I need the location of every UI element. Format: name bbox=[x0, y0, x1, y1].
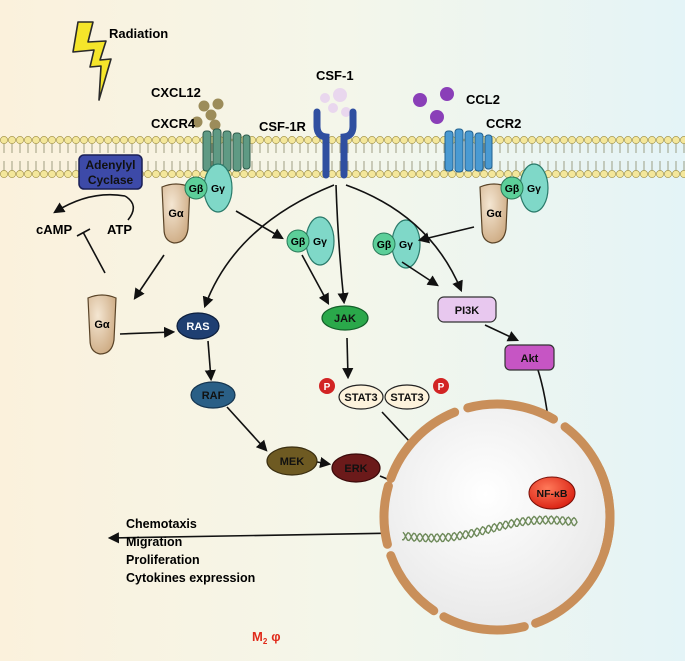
arrow-adenylyl-camp bbox=[53, 193, 126, 214]
mek-label: MEK bbox=[280, 456, 305, 468]
phospho-right bbox=[433, 378, 449, 394]
erk-node: ERK bbox=[331, 453, 381, 483]
adenylyl-label-line1: Adenylyl bbox=[85, 158, 135, 172]
outcome-item: Chemotaxis bbox=[126, 517, 197, 531]
nuclear-envelope-segment bbox=[594, 464, 615, 557]
outcome-item: Migration bbox=[126, 535, 182, 549]
stat3-label-left: STAT3 bbox=[344, 392, 377, 404]
cxcr4-label: CXCR4 bbox=[151, 116, 196, 131]
nuclear-envelope-segment bbox=[531, 558, 605, 628]
arrow-galpha-down bbox=[133, 254, 165, 300]
adenylyl-label-line2: Cyclase bbox=[88, 173, 134, 187]
ccr2-label: CCR2 bbox=[486, 116, 521, 131]
outcome-item: Proliferation bbox=[126, 553, 200, 567]
ras-label: RAS bbox=[186, 321, 209, 333]
g-alpha-ccr2-label: Gα bbox=[486, 208, 502, 220]
cxcl12-label: CXCL12 bbox=[151, 85, 201, 100]
cxcl12-ligands bbox=[191, 98, 224, 131]
ras-node: RAS bbox=[176, 312, 220, 340]
arrow-pi3k-akt bbox=[484, 324, 520, 342]
phospho-right-label: P bbox=[438, 382, 445, 393]
g-beta-gamma-free-left-gamma: Gγ bbox=[313, 236, 327, 248]
erk-label: ERK bbox=[344, 463, 367, 475]
atp-link bbox=[124, 195, 135, 221]
lightning-bolt-icon bbox=[72, 21, 112, 101]
ccr2-receptor bbox=[444, 128, 493, 173]
raf-label: RAF bbox=[202, 390, 225, 402]
arrow-csf1r-jak bbox=[335, 184, 349, 305]
inhibition-bar bbox=[76, 228, 91, 237]
g-alpha-free: Gα bbox=[87, 294, 117, 355]
atp-label: ATP bbox=[107, 222, 132, 237]
nfkb-node: NF-κB bbox=[528, 476, 576, 510]
g-beta-gamma-cxcr4: Gβ Gγ bbox=[184, 163, 233, 213]
g-beta-gamma-ccr2-gamma: Gγ bbox=[527, 183, 541, 195]
arrow-mek-erk bbox=[316, 457, 332, 469]
csf1-ligands bbox=[320, 88, 351, 117]
stat3-label-right: STAT3 bbox=[390, 392, 423, 404]
inhibition-line bbox=[82, 231, 106, 274]
ccl2-label: CCL2 bbox=[466, 92, 500, 107]
arrow-gbg-pi3k bbox=[401, 261, 439, 287]
g-beta-gamma-ccr2-beta: Gβ bbox=[505, 183, 520, 195]
stat3-dimer: STAT3 STAT3 P P bbox=[319, 378, 449, 410]
g-beta-gamma-cxcr4-gamma: Gγ bbox=[211, 183, 225, 195]
g-beta-gamma-free-left: Gβ Gγ bbox=[286, 216, 335, 266]
arrow-csf1r-ras bbox=[202, 184, 335, 309]
csf1r-receptor bbox=[313, 108, 357, 179]
nuclear-envelope-segment bbox=[386, 551, 439, 616]
adenylyl-cyclase bbox=[78, 154, 143, 190]
nuclear-envelope-segment bbox=[439, 612, 529, 635]
g-alpha-cxcr4-label: Gα bbox=[168, 208, 184, 220]
arrow-galpha-ras bbox=[119, 326, 176, 338]
arrow-csf1r-pi3k bbox=[345, 184, 463, 293]
nfkb-label: NF-κB bbox=[537, 488, 568, 500]
pi3k-node: PI3K bbox=[437, 296, 497, 323]
g-beta-gamma-free-right: Gβ Gγ bbox=[372, 219, 421, 269]
arrow-gbg-jak bbox=[301, 254, 330, 305]
outcomes-list: ChemotaxisMigrationProliferationCytokine… bbox=[126, 517, 255, 585]
phospho-left bbox=[319, 378, 335, 394]
nuclear-envelope-segment bbox=[379, 481, 393, 549]
g-alpha-ccr2: Gα bbox=[479, 183, 509, 244]
arrow-ccr2-gbg bbox=[417, 226, 475, 244]
jak-node: JAK bbox=[321, 305, 369, 331]
cxcr4-receptor bbox=[202, 128, 251, 173]
akt-label: Akt bbox=[521, 353, 539, 365]
arrow-dna-outcomes bbox=[107, 532, 401, 544]
g-beta-gamma-free-left-beta: Gβ bbox=[291, 236, 306, 248]
nuclear-envelope-segment bbox=[386, 407, 460, 483]
pathway-arrows bbox=[53, 184, 556, 544]
arrow-raf-mek bbox=[226, 406, 268, 452]
pi3k-label: PI3K bbox=[455, 305, 480, 317]
jak-label: JAK bbox=[334, 313, 356, 325]
g-beta-gamma-cxcr4-beta: Gβ bbox=[189, 183, 204, 195]
outcome-item: Cytokines expression bbox=[126, 571, 255, 585]
g-beta-gamma-ccr2: Gβ Gγ bbox=[500, 163, 549, 213]
nuclear-envelope-segment bbox=[463, 399, 558, 424]
g-alpha-free-label: Gα bbox=[94, 319, 110, 331]
raf-node: RAF bbox=[190, 381, 236, 409]
g-beta-gamma-free-right-gamma: Gγ bbox=[399, 239, 413, 251]
nucleus bbox=[379, 399, 615, 635]
csf1r-label: CSF-1R bbox=[259, 119, 307, 134]
ccl2-ligands bbox=[413, 87, 454, 124]
g-alpha-cxcr4: Gα bbox=[161, 183, 191, 244]
g-beta-gamma-free-right-beta: Gβ bbox=[377, 239, 392, 251]
phospho-left-label: P bbox=[324, 382, 331, 393]
arrow-gbg-to-gbg bbox=[235, 210, 284, 240]
radiation-label: Radiation bbox=[109, 26, 168, 41]
mek-node: MEK bbox=[266, 446, 318, 476]
dna-strand bbox=[401, 515, 578, 543]
arrow-jak-stat3 bbox=[342, 337, 354, 380]
akt-node: Akt bbox=[504, 344, 555, 371]
csf1-label: CSF-1 bbox=[316, 68, 354, 83]
camp-label: cAMP bbox=[36, 222, 72, 237]
arrow-ras-raf bbox=[204, 340, 216, 382]
